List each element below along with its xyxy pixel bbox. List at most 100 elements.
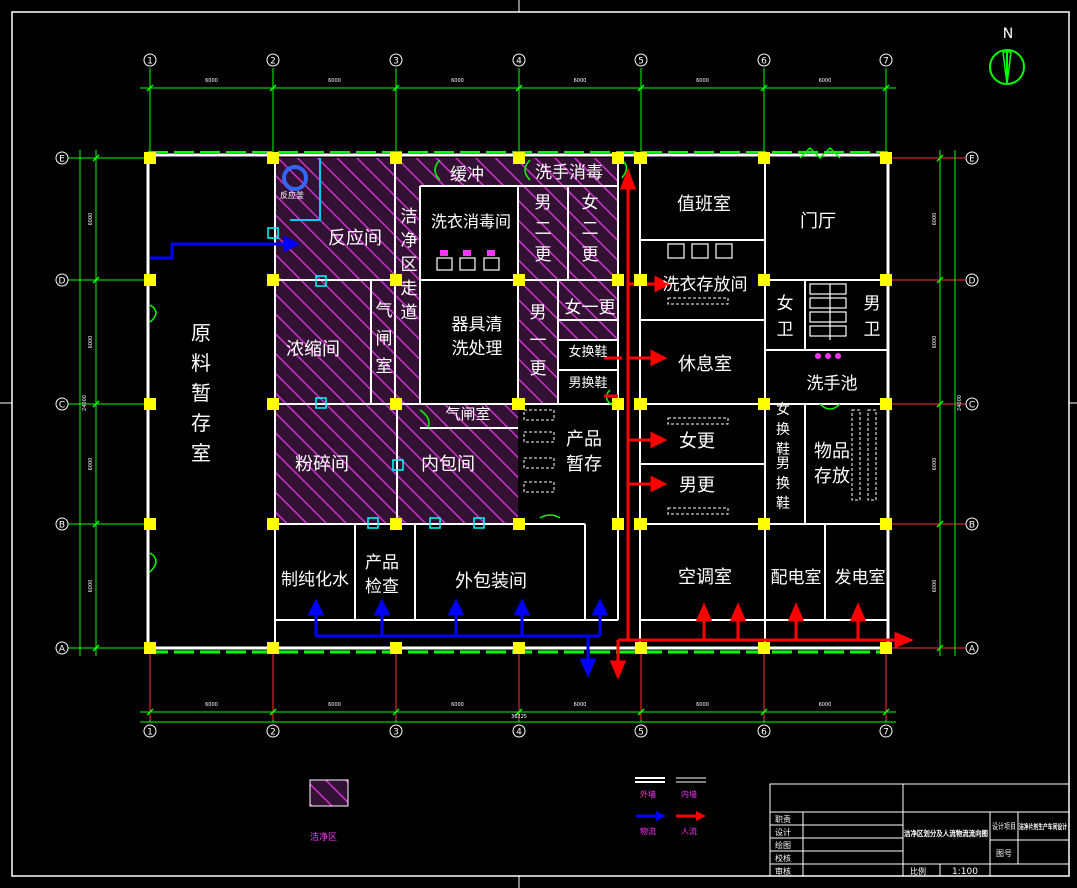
dim-bottom_spans-4: 6000 [696, 702, 709, 708]
tb-scale-value: 1:100 [952, 867, 978, 877]
room-label-reaction: 反应间 [328, 228, 382, 249]
room-label-female-wc: 女卫 [777, 294, 794, 340]
axis-bubble-right-E: E [969, 155, 975, 165]
column-24 [635, 642, 647, 654]
column-19 [513, 642, 525, 654]
dim-top_spans-4: 6000 [696, 78, 709, 84]
column-27 [758, 398, 770, 410]
column-32 [880, 398, 892, 410]
room-label-airlock-2: 气闸室 [445, 405, 490, 423]
toilet-stalls [809, 283, 847, 340]
room-label-pure-water: 制纯化水 [281, 570, 349, 590]
dim-right_spans-0: 6000 [932, 213, 938, 226]
column-9 [267, 642, 279, 654]
legend-clean-zone: 洁净区 [310, 831, 337, 843]
room-labels: 原料暂存室反应间浓缩间气闸室洁净区走道缓冲洗手消毒洗衣消毒间男二更女二更器具清洗… [191, 163, 886, 597]
title-block-text: 职责 设计 绘图 校核 审核 洁净区划分及人流物流流向图 设计项目 洁净片剂生产… [775, 814, 1067, 877]
dim-top_spans-1: 6000 [328, 78, 341, 84]
room-label-female-shoe-2: 女换鞋 [776, 401, 790, 458]
column-43 [612, 518, 624, 530]
axis-bubble-top-1: 1 [147, 57, 153, 67]
axis-bubble-top-2: 2 [270, 57, 276, 67]
column-6 [267, 274, 279, 286]
dim-top_spans-3: 6000 [574, 78, 587, 84]
axis-bubble-right-A: A [969, 645, 976, 655]
axis-bubble-bottom-1: 1 [147, 728, 153, 738]
material-flow-arrows [150, 235, 609, 678]
axis-bubble-bottom-4: 4 [516, 728, 522, 738]
legend-inner-wall: 内墙 [681, 789, 697, 799]
axis-bubble-left-C: C [59, 401, 65, 411]
dim-right_total: 24000 [957, 395, 963, 411]
column-40 [634, 398, 646, 410]
axis-bubble-bottom-5: 5 [638, 728, 644, 738]
room-label-outer-pack: 外包装间 [455, 571, 527, 592]
column-25 [758, 152, 770, 164]
room-label-concentration: 浓缩间 [286, 339, 340, 360]
dim-left_total: 24000 [82, 395, 88, 411]
axis-bubble-right-B: B [969, 521, 975, 531]
dim-bottom_spans-5: 6000 [819, 702, 832, 708]
dim-bottom_spans-0: 6000 [205, 702, 218, 708]
dim-bottom_spans-2: 6000 [451, 702, 464, 708]
tb-row-4: 审核 [775, 866, 791, 876]
column-30 [880, 152, 892, 164]
axis-bubble-bottom-2: 2 [270, 728, 276, 738]
dim-left_spans-0: 6000 [88, 213, 94, 226]
walls [146, 151, 890, 654]
dim-bottom_spans-1: 6000 [328, 702, 341, 708]
legend-material-flow: 物流 [640, 826, 656, 836]
dim-right_spans-3: 6000 [932, 580, 938, 593]
column-8 [267, 518, 279, 530]
column-36 [634, 152, 646, 164]
locker-rows [523, 297, 877, 515]
equipment: 反应釜 [267, 158, 877, 529]
dim-top_spans-2: 6000 [451, 78, 464, 84]
column-28 [758, 518, 770, 530]
room-label-utensil-wash: 器具清洗处理 [452, 315, 503, 359]
tb-project-name: 洁净片剂生产车间设计 [1019, 822, 1067, 831]
column-10 [390, 152, 402, 164]
room-label-male-change-2: 男二更 [535, 193, 552, 265]
room-label-raw-storage: 原料暂存室 [191, 321, 211, 465]
axis-bubble-left-D: D [59, 277, 66, 287]
column-26 [758, 274, 770, 286]
north-label: N [1003, 26, 1013, 42]
tb-drawing-title: 洁净区划分及人流物流流向图 [904, 828, 988, 838]
legend-outer-wall: 外墙 [640, 789, 656, 799]
dim-left_spans-2: 6000 [88, 458, 94, 471]
column-11 [390, 274, 402, 286]
column-4 [144, 642, 156, 654]
clean-zone-hatch [275, 158, 618, 524]
dim-top_spans-0: 6000 [205, 78, 218, 84]
axis-bubble-left-E: E [59, 155, 65, 165]
room-label-rest: 休息室 [678, 354, 732, 375]
room-label-female-shoe: 女换鞋 [568, 344, 607, 360]
room-label-inner-pack: 内包间 [421, 454, 475, 475]
column-34 [880, 642, 892, 654]
column-2 [144, 398, 156, 410]
structural-columns [144, 152, 892, 654]
axis-bubble-bottom-7: 7 [883, 728, 889, 738]
tb-drawing-no: 图号 [996, 849, 1012, 858]
cyan-fixture-icons [267, 227, 485, 529]
column-18 [513, 518, 525, 530]
people-flow-arrows [604, 167, 914, 680]
room-label-hand-disinfect: 洗手消毒 [535, 163, 603, 183]
column-5 [267, 152, 279, 164]
column-3 [144, 518, 156, 530]
tb-row-3: 校核 [775, 853, 791, 863]
room-label-male-wc: 男卫 [864, 294, 881, 340]
room-label-laundry-store: 洗衣存放间 [663, 275, 748, 295]
room-label-generator: 发电室 [835, 568, 886, 588]
room-label-product-inspect: 产品检查 [365, 553, 399, 597]
column-15 [513, 152, 525, 164]
tb-row-0: 职责 [775, 814, 791, 824]
column-39 [612, 398, 624, 410]
room-label-male-locker: 男更 [679, 475, 715, 496]
tb-row-2: 绘图 [775, 840, 791, 850]
reactor-icon [282, 165, 308, 191]
room-label-wash-basin: 洗手池 [807, 374, 858, 394]
room-label-buffer: 缓冲 [450, 165, 484, 185]
dim-right_spans-2: 6000 [932, 458, 938, 471]
